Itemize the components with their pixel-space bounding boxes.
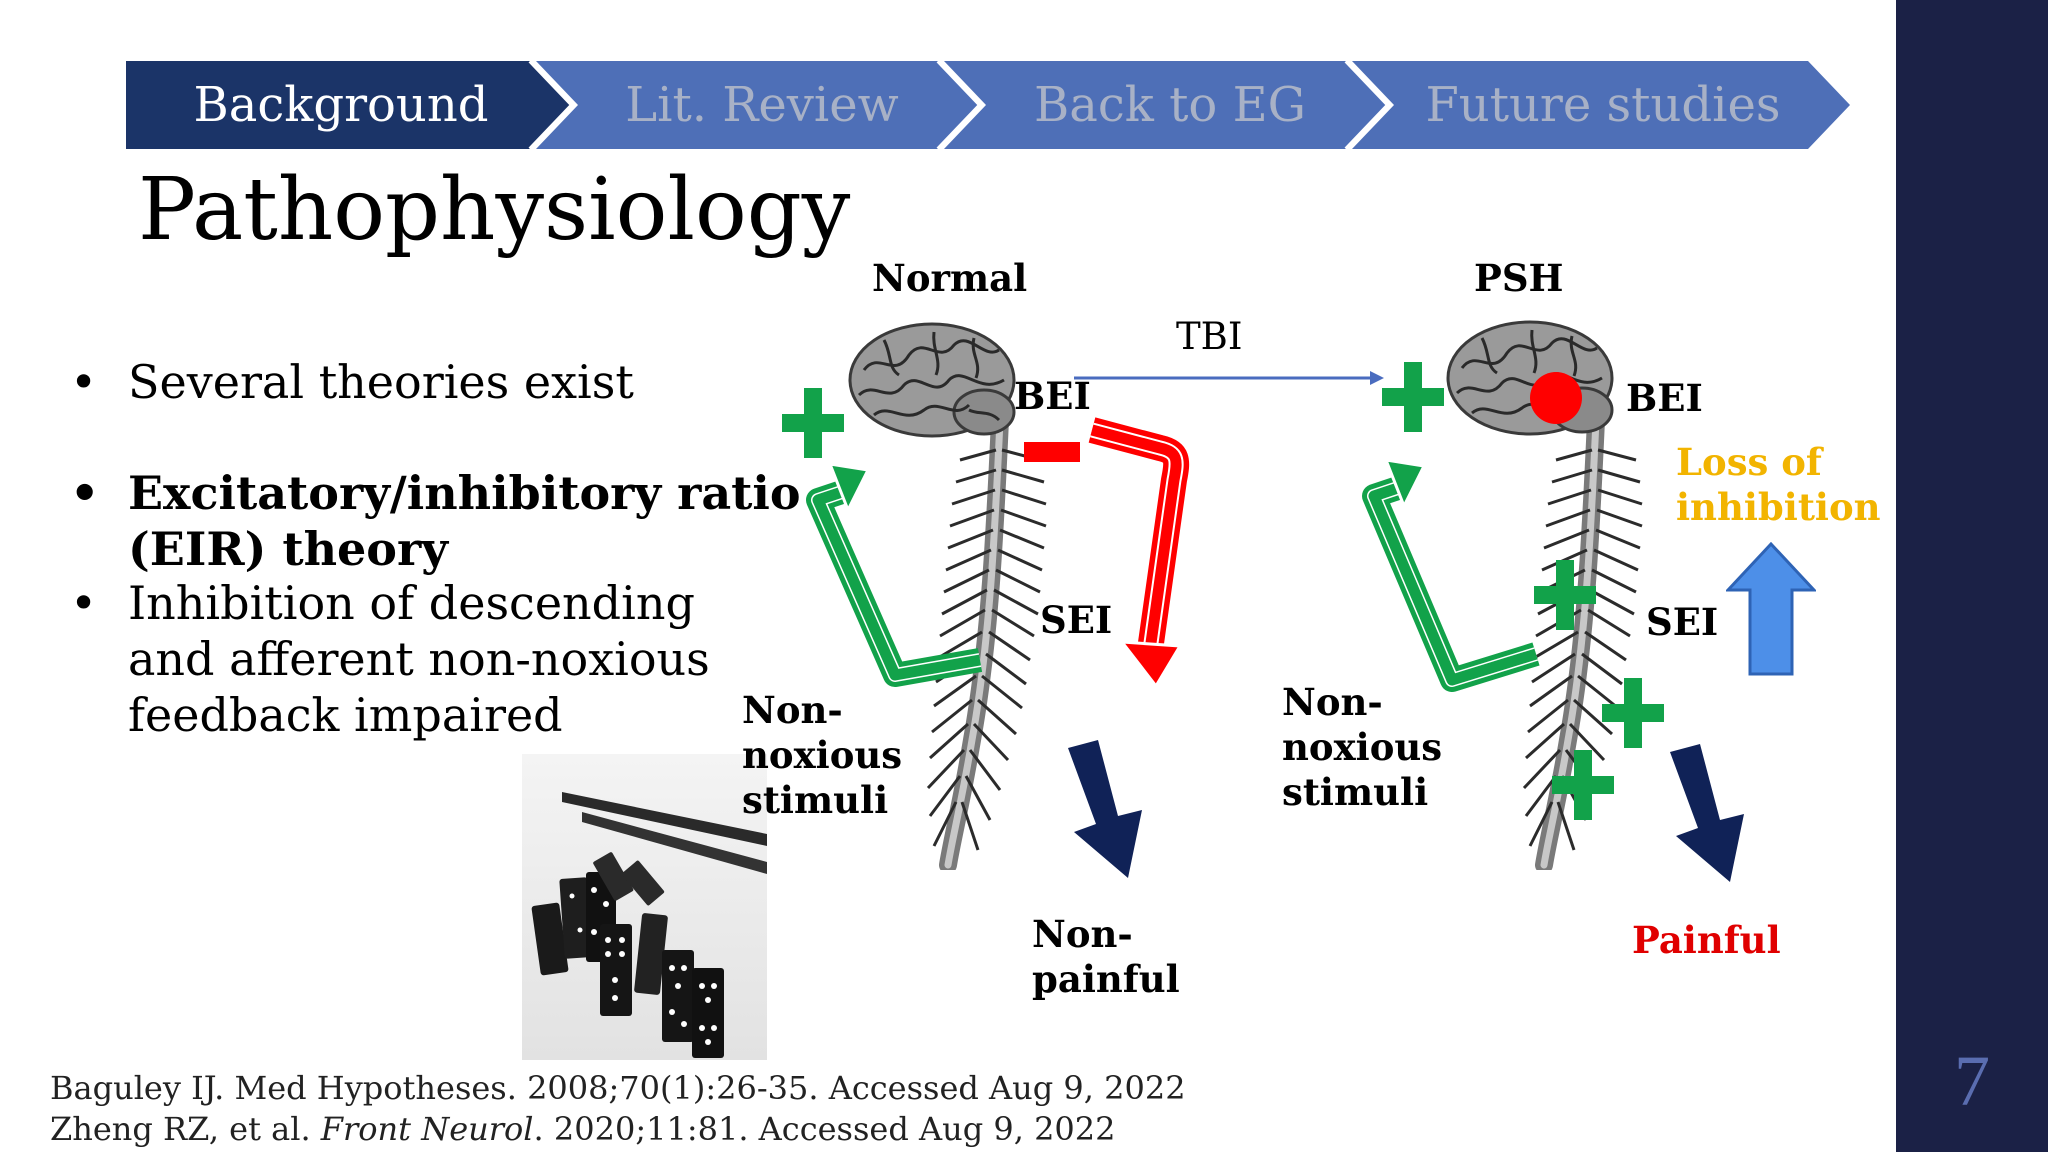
spinal-cord-icon [926,411,1047,870]
bullet-text-line: and afferent non-noxious [128,632,710,686]
psh-stimuli-label: Non- noxious stimuli [1282,680,1442,815]
bullet-text-line: Excitatory/inhibitory ratio [128,466,801,520]
outcome-arrow [1068,740,1142,878]
loss-of-inhibition-label: Loss of inhibition [1676,440,1881,530]
stimuli-line: stimuli [742,778,889,822]
green-feedback-arrow [1362,458,1540,692]
stimuli-line: stimuli [1282,770,1429,814]
outcome-line: painful [1032,957,1180,1001]
stimuli-line: noxious [1282,725,1443,769]
normal-bei-label: BEI [1014,374,1091,418]
painful-label: Painful [1632,918,1781,962]
red-inhibition-arrow [1088,417,1190,689]
psh-label: PSH [1474,256,1564,300]
spinal-cord-icon [1522,411,1643,870]
minus-icon [1024,442,1080,462]
plus-icon [1552,750,1614,820]
brain-icon [848,322,1016,438]
lesion-dot [1530,372,1582,424]
nav-chevron-1[interactable] [126,61,572,149]
references: Baguley IJ. Med Hypotheses. 2008;70(1):2… [50,1068,1186,1150]
loss-line: inhibition [1676,485,1881,529]
psh-bei-label: BEI [1626,376,1703,420]
reference-1: Baguley IJ. Med Hypotheses. 2008;70(1):2… [50,1069,1186,1107]
bullet-text-line: feedback impaired [128,688,563,742]
tab-back-to-eg[interactable]: Back to EG [1034,77,1306,133]
tab-lit-review[interactable]: Lit. Review [625,77,899,133]
nav-chevrons [126,61,1850,149]
bullet-marker: • [70,466,100,520]
tab-background[interactable]: Background [193,77,489,133]
outcome-arrow [1670,744,1744,882]
page-title: Pathophysiology [138,160,851,260]
loss-line: Loss of [1676,440,1822,484]
bullet-text: Several theories exist [128,355,634,409]
tbi-arrow [1074,371,1384,385]
stimuli-line: noxious [742,733,903,777]
plus-icon [782,388,844,458]
tab-future-studies[interactable]: Future studies [1425,77,1781,133]
nav-chevron-2[interactable] [536,61,980,149]
nav-chevron-4[interactable] [1352,61,1850,149]
bullet-text-line: Inhibition of descending [128,576,695,630]
slide: Background Lit. Review Back to EG Future… [50,61,1881,1150]
reference-2-details: . 2020;11:81. Accessed Aug 9, 2022 [533,1110,1116,1148]
increase-arrow [1726,542,1816,676]
bullet-marker: • [70,355,98,409]
section-nav: Background Lit. Review Back to EG Future… [126,61,1850,149]
normal-stimuli-label: Non- noxious stimuli [742,688,902,823]
reference-2-authors: Zheng RZ, et al. [50,1110,321,1148]
stimuli-line: Non- [742,688,843,732]
bullet-several-theories: • Several theories exist [70,354,634,410]
dominoes-image [522,754,767,1060]
bullet-marker: • [70,576,98,630]
normal-label: Normal [872,256,1028,300]
tbi-label: TBI [1176,315,1243,358]
normal-outcome-label: Non- painful [1032,912,1180,1002]
bullet-inhibition: • Inhibition of descending and afferent … [70,575,710,743]
nav-chevron-3[interactable] [944,61,1388,149]
normal-sei-label: SEI [1040,598,1113,642]
slide-number: 7 [1954,1041,1990,1121]
reference-2: Zheng RZ, et al. Front Neurol. 2020;11:8… [50,1109,1186,1150]
reference-2-journal: Front Neurol [320,1110,534,1148]
plus-icon [1534,560,1596,630]
bullet-eir-theory: • Excitatory/inhibitory ratio (EIR) theo… [70,465,801,577]
bullet-text-line: (EIR) theory [128,522,448,576]
psh-sei-label: SEI [1646,600,1719,644]
plus-icon [1602,678,1664,748]
green-feedback-arrow [806,462,983,687]
outcome-line: Non- [1032,912,1133,956]
stimuli-line: Non- [1282,680,1383,724]
plus-icon [1382,362,1444,432]
sidebar-bar [1896,0,2048,1152]
